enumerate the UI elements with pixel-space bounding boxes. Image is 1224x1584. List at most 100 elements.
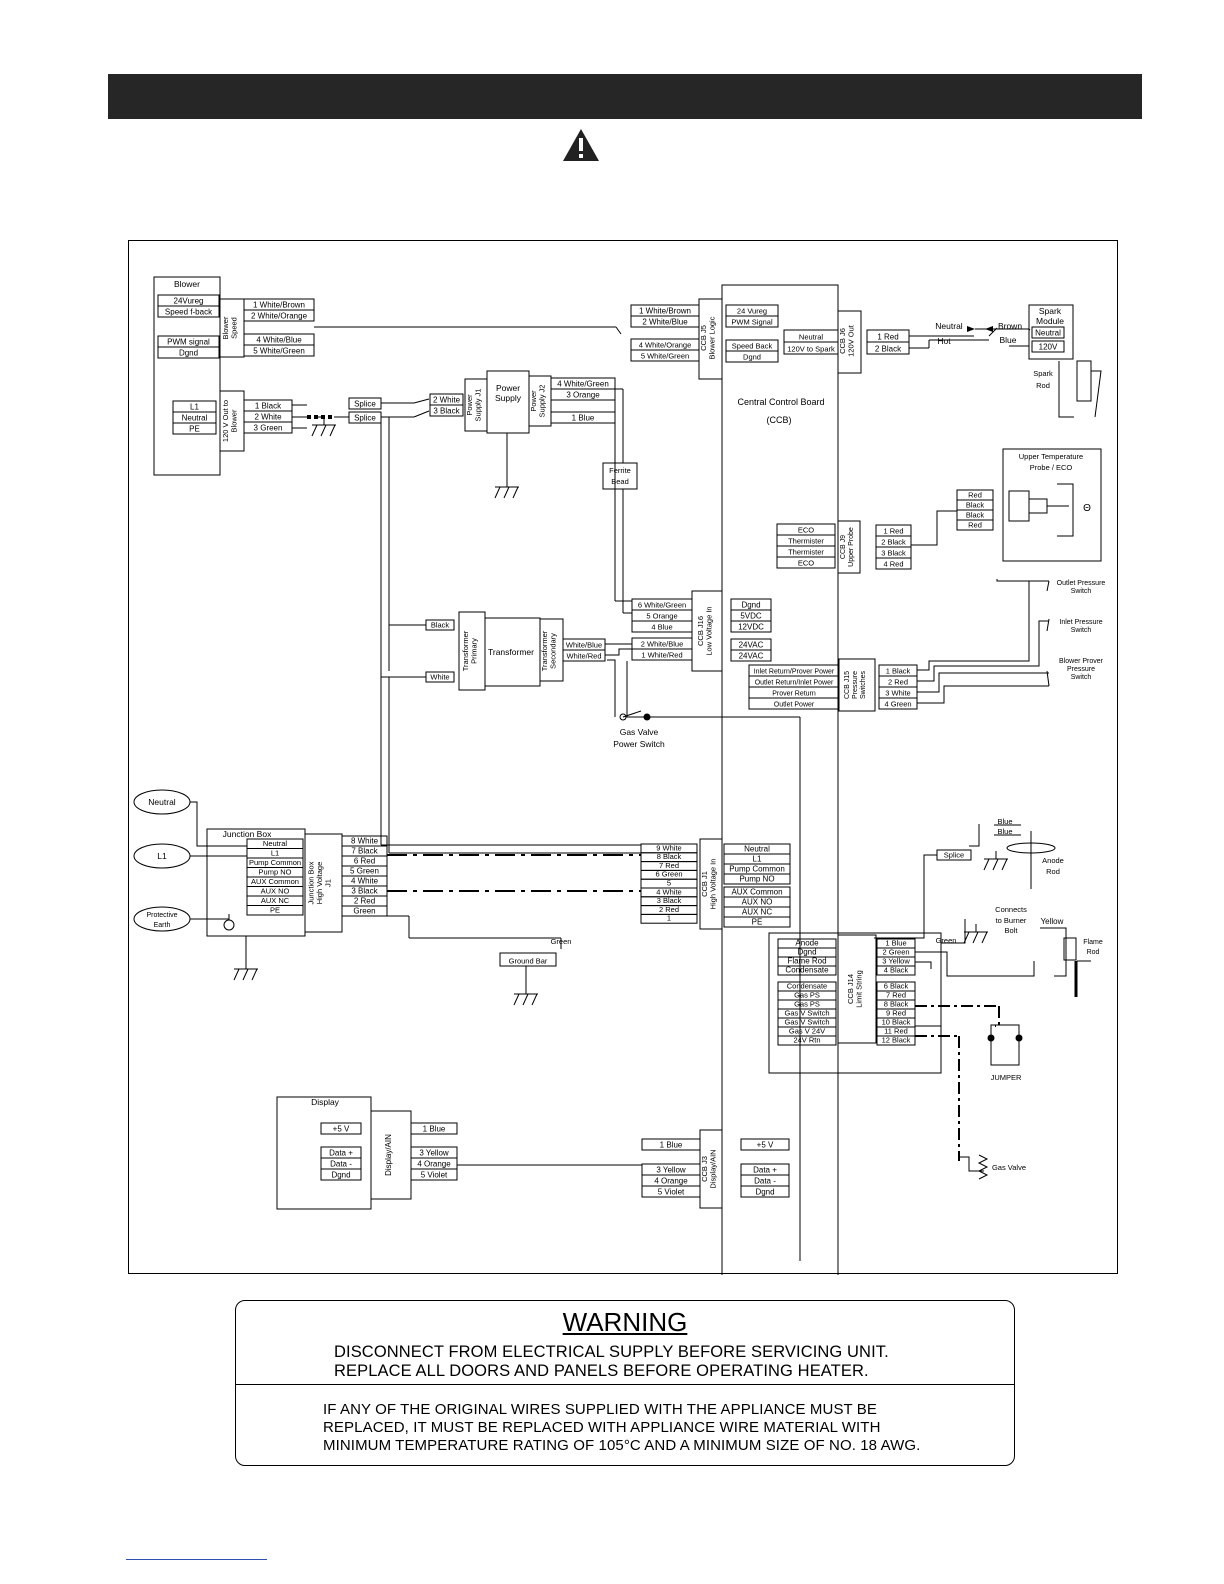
- ps-j1-wire-text: 3 Black: [433, 407, 460, 416]
- ccb-j14-signal: [777, 965, 837, 976]
- blower-power-label-v: Blower: [229, 409, 238, 432]
- ccb-j3-signal: [740, 1138, 790, 1151]
- display-label-text: +5 V: [333, 1125, 350, 1134]
- ccb-j14-signal-text: Gas V 24V: [789, 1027, 825, 1036]
- ccb-j6-signal-text: 120V to Spark: [787, 345, 835, 354]
- ccb-j5-signal-text: Speed Back: [732, 342, 773, 351]
- wire: [941, 919, 966, 944]
- ccb-j14-wire: [876, 965, 916, 976]
- gas-valve-label: Gas Valve: [992, 1163, 1026, 1172]
- blower-ground: [311, 424, 318, 437]
- ground-bar-text: Ground Bar: [509, 957, 548, 966]
- ccb-j9-signal-text: Thermister: [788, 537, 824, 546]
- blower-ground: [320, 424, 327, 437]
- ccb-j16-wire-ac-text: 1 White/Red: [641, 651, 682, 660]
- ccb-j16-signal-text: Dgnd: [741, 601, 760, 610]
- wire: [874, 854, 937, 939]
- ccb-j15-wire-text: 1 Black: [886, 667, 911, 676]
- display-box: [276, 1096, 372, 1210]
- blower-pswitch-label: Switch: [1071, 674, 1092, 681]
- blower-pswitch-label: Blower Prover: [1059, 658, 1104, 665]
- display-label-text: Dgnd: [331, 1171, 350, 1180]
- ccb-j1-signal-text: AUX NO: [742, 898, 773, 907]
- wire: [605, 648, 632, 656]
- blower-speed-wire-text: 2 White/Orange: [251, 312, 308, 321]
- warning-paragraph-2: REPLACED, IT MUST BE REPLACED WITH APPLI…: [323, 1419, 881, 1436]
- ccb-j14-wire-text: 10 Black: [882, 1018, 911, 1027]
- flame-rod-label: Rod: [1087, 949, 1100, 956]
- wire: [969, 824, 980, 847]
- ccb-j1-signal-text: Neutral: [744, 845, 770, 854]
- display-wire-text: 5 Violet: [421, 1171, 448, 1180]
- spark-module-text: Spark: [1039, 306, 1062, 316]
- ccb-j15-signal-text: Inlet Return/Prover Power: [754, 669, 835, 676]
- central-control-board: [721, 284, 839, 1275]
- blower-power-label-text: PE: [189, 425, 200, 434]
- ccb-j1-signal-text: AUX NC: [742, 908, 772, 917]
- pswitch-wire: [917, 620, 1049, 682]
- ccb-j15-signal-text: Prover Return: [772, 691, 816, 698]
- transformer-black-text: Black: [431, 621, 450, 630]
- transformer-primary-label: Primary: [469, 638, 478, 664]
- junction-label-text: Pump NO: [259, 868, 292, 877]
- wire: [915, 1025, 942, 1073]
- blower-power-label-text: Neutral: [182, 414, 208, 423]
- blower-power-wire-text: 1 Black: [255, 402, 282, 411]
- ccb-j6-wire-text: 2 Black: [875, 345, 902, 354]
- ccb-j1-wire: [640, 913, 698, 924]
- warning-paragraph-1: IF ANY OF THE ORIGINAL WIRES SUPPLIED WI…: [323, 1401, 878, 1418]
- ccb-j1-label: CCB J1: [700, 871, 709, 897]
- ccb-j1-signal-text: Pump Common: [729, 865, 785, 874]
- display-wire-text: 4 Orange: [417, 1160, 451, 1169]
- ccb-j16-label: Low Voltage In: [704, 606, 713, 655]
- ground-bar-ground: [513, 993, 520, 1006]
- ground-green-label: Green: [551, 937, 572, 946]
- ccb-j16-signal-ac: [730, 649, 772, 662]
- probe-element: [1028, 498, 1048, 514]
- ccb-j15-signal-text: Outlet Return/Inlet Power: [755, 680, 834, 687]
- display-label-text: Data -: [330, 1160, 352, 1169]
- ccb-j14-wire: [876, 1035, 916, 1046]
- wire: [190, 914, 230, 920]
- ccb-j3-signal-text: Dgnd: [755, 1188, 774, 1197]
- ccb-j14-wire-text: 8 Black: [884, 1000, 909, 1009]
- wire: [1046, 580, 1050, 592]
- earth-label: Earth: [154, 922, 171, 929]
- splice-2-text: Splice: [354, 414, 376, 423]
- ccb-j9-signal: [776, 556, 836, 569]
- blower-signal-text: 24Vureg: [174, 297, 204, 306]
- junction-label-text: PE: [270, 906, 280, 915]
- ferrite-bead: [602, 462, 638, 490]
- ccb-j15-label: Switches: [860, 670, 867, 699]
- probe-wire-link: [911, 510, 957, 546]
- spark-module-120v: [1031, 340, 1065, 353]
- spark-module-neutral: [1031, 326, 1065, 339]
- transformer-sec-wire-text: White/Red: [566, 652, 601, 661]
- ccb-j3-block: [699, 1129, 723, 1209]
- ccb-j9-block: [837, 520, 861, 574]
- ccb-j16-signal-ac-text: 24VAC: [739, 652, 764, 661]
- wire: [1046, 618, 1050, 632]
- ccb-j14-wire-text: 12 Black: [882, 1036, 911, 1045]
- blower-speed-wire: [243, 344, 315, 357]
- wire: [996, 579, 1049, 582]
- arrow-icon: [967, 326, 975, 332]
- l1-label: L1: [157, 851, 167, 861]
- spark-hot-label: Hot: [937, 336, 951, 346]
- spark-rod: [1076, 360, 1092, 402]
- ccb-j14-wire-text: 7 Red: [886, 991, 906, 1000]
- blower-speed-wire-text: 4 White/Blue: [256, 336, 302, 345]
- warning-line-2: REPLACE ALL DOORS AND PANELS BEFORE OPER…: [334, 1362, 869, 1380]
- ccb-j15-block: [838, 658, 876, 712]
- warning-title: WARNING: [562, 1307, 688, 1337]
- ps-j2-wire-text: 3 Orange: [566, 391, 600, 400]
- warning-divider: [236, 1384, 1014, 1385]
- ccb-j1-wire-text: 9 White: [656, 843, 681, 852]
- ccb-j5-signal-text: PWM Signal: [731, 318, 773, 327]
- ccb-j14-wire-text: 6 Black: [884, 982, 909, 991]
- probe-wire-text: Black: [966, 501, 985, 510]
- ccb-j16-signal: [730, 620, 772, 633]
- ccb-j5-signal-text: Dgnd: [743, 353, 761, 362]
- display-wire: [410, 1168, 458, 1181]
